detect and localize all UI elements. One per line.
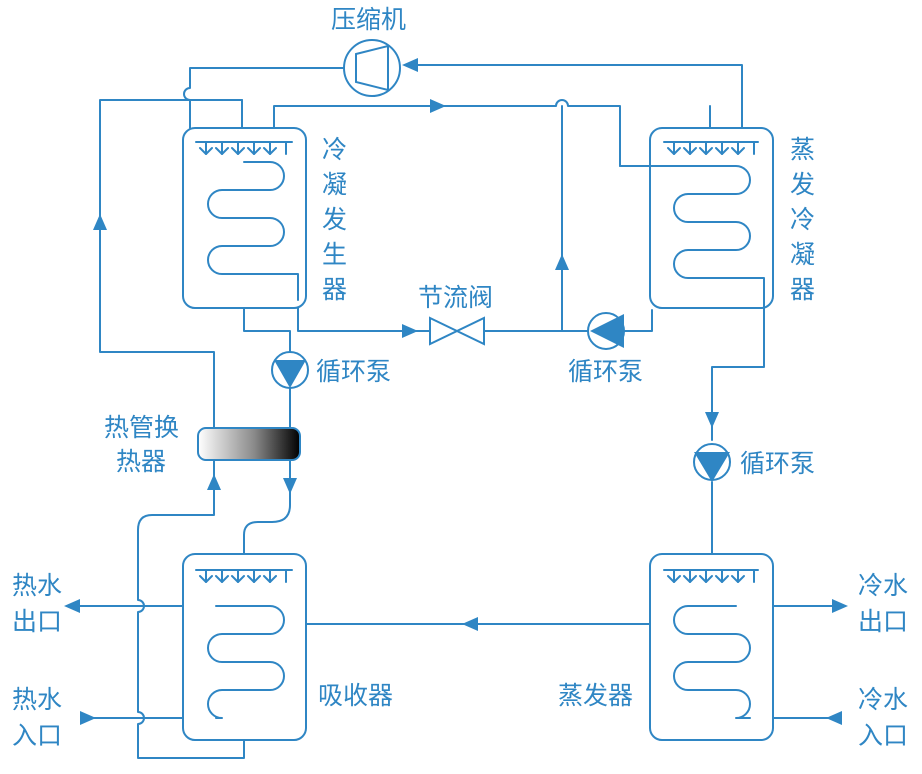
center-pump-icon: [587, 312, 625, 350]
svg-text:生: 生: [322, 240, 347, 269]
svg-text:热水: 热水: [12, 685, 62, 714]
generator-to-valve-pipe: [297, 299, 431, 332]
svg-text:冷水: 冷水: [858, 571, 908, 600]
right-pump-icon: [693, 443, 731, 482]
condenser-generator-label: 冷 凝 发 生 器: [322, 135, 347, 304]
generator-to-condenser-pipe: [273, 99, 653, 167]
svg-text:发: 发: [322, 205, 347, 234]
evaporator-vessel: [649, 553, 774, 741]
svg-text:器: 器: [790, 275, 815, 304]
arrow-heatpipe-down: [283, 478, 297, 494]
arrow-cold-water-in: [826, 711, 842, 725]
arrow-heatpipe-up: [207, 474, 221, 490]
svg-text:入口: 入口: [858, 721, 908, 750]
absorber-coil: [207, 605, 285, 719]
arrow-to-valve: [402, 324, 418, 338]
left-outer-loop-pipe: [99, 99, 243, 431]
condenser-generator-coil: [207, 161, 299, 301]
absorber-label: 吸收器: [318, 681, 393, 710]
svg-text:热管换: 热管换: [104, 413, 179, 442]
hot-water-out-label: 热水 出口: [12, 571, 62, 636]
throttle-valve-label: 节流阀: [418, 283, 493, 312]
evaporative-condenser-coil: [619, 165, 765, 311]
svg-text:器: 器: [322, 275, 347, 304]
svg-text:出口: 出口: [12, 607, 62, 636]
arrow-throttle-riser: [555, 254, 569, 270]
compressor-discharge-pipe: [183, 67, 346, 129]
condenser-generator-vessel: [182, 127, 307, 309]
svg-text:热水: 热水: [12, 571, 62, 600]
hot-water-in-label: 热水 入口: [12, 685, 62, 750]
svg-text:冷: 冷: [790, 205, 815, 234]
evaporator-label: 蒸发器: [558, 681, 633, 710]
arrow-to-absorber: [462, 617, 478, 631]
arrow-right-down: [705, 412, 719, 428]
cold-water-out-label: 冷水 出口: [858, 571, 908, 636]
compressor-label: 压缩机: [331, 5, 406, 34]
svg-text:凝: 凝: [322, 170, 347, 199]
left-pump-label: 循环泵: [316, 357, 391, 386]
compressor-icon: [343, 39, 401, 97]
svg-text:热器: 热器: [116, 447, 166, 476]
heat-pipe-exchanger-icon: [197, 427, 301, 461]
arrow-left-riser: [93, 214, 107, 230]
svg-text:冷水: 冷水: [858, 685, 908, 714]
center-pump-label: 循环泵: [568, 357, 643, 386]
svg-text:出口: 出口: [858, 607, 908, 636]
arrow-hot-water-out: [64, 599, 80, 613]
arrow-cold-water-out: [832, 599, 848, 613]
svg-text:凝: 凝: [790, 240, 815, 269]
svg-text:蒸: 蒸: [790, 135, 815, 164]
svg-text:冷: 冷: [322, 135, 347, 164]
svg-text:入口: 入口: [12, 721, 62, 750]
svg-text:发: 发: [790, 170, 815, 199]
throttle-valve-icon: [429, 316, 485, 346]
pump-to-condenser-pipe: [621, 309, 653, 332]
absorber-vessel: [182, 553, 307, 741]
evaporative-condenser-label: 蒸 发 冷 凝 器: [790, 135, 815, 304]
right-pump-label: 循环泵: [740, 449, 815, 478]
evaporator-coil: [673, 605, 751, 719]
cold-water-in-label: 冷水 入口: [858, 685, 908, 750]
absorber-return-pipe: [137, 457, 245, 759]
arrow-hot-water-in: [80, 711, 96, 725]
compressor-suction-pipe: [405, 64, 743, 129]
heatpipe-to-absorber-pipe: [243, 457, 291, 573]
arrow-top-line: [430, 99, 446, 113]
evaporative-condenser-vessel: [619, 127, 774, 311]
heat-pipe-exchanger-label: 热管换 热器: [104, 413, 179, 476]
arrow-compressor-suction: [402, 58, 418, 72]
generator-to-pump-pipe: [243, 299, 291, 353]
condenser-to-pump-pipe: [711, 309, 765, 441]
left-pump-icon: [271, 351, 309, 389]
